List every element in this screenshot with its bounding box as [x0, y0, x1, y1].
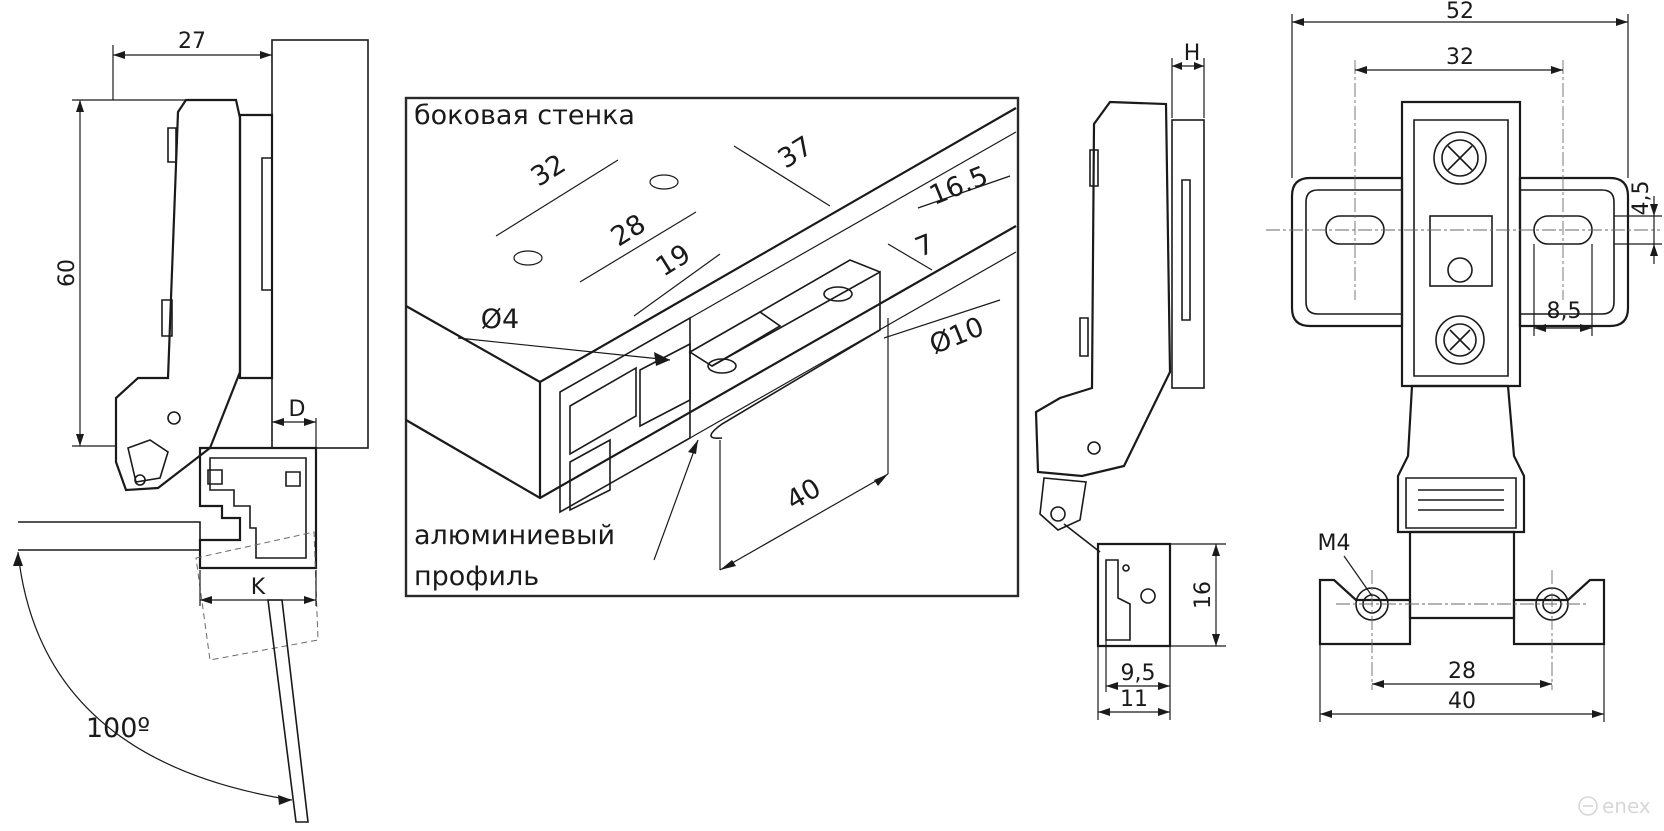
door-closed: [18, 521, 201, 551]
profile-slot: [710, 270, 881, 440]
door-open-ghost: [195, 531, 319, 661]
screw-top: [1433, 131, 1487, 185]
front-view: 52 32 4,5 8,5 M4 28 40: [1266, 0, 1662, 722]
mounting-plate: [238, 113, 274, 380]
screw-top-cross-icon: [1447, 145, 1473, 171]
hole-phi4-rear: [823, 286, 853, 302]
dim-h-label: H: [1184, 41, 1201, 66]
side-wall-hole-1: [513, 250, 543, 266]
plate-wing-left: [1290, 176, 1404, 328]
dim-60-label: 60: [55, 259, 80, 287]
screw-bottom: [1435, 315, 1485, 365]
dim-d-label: D: [289, 397, 306, 422]
inset-frame: [404, 96, 1020, 598]
opening-angle-label: 100º: [86, 713, 150, 744]
hinge-arm-front: [1396, 384, 1526, 534]
label-side-wall: боковая стенка: [414, 100, 635, 131]
dim-m4-label: M4: [1318, 531, 1351, 556]
cabinet-side-panel: [271, 39, 369, 449]
dim-16-label: 16: [1191, 581, 1216, 609]
dim-4-5-label: 4,5: [1629, 181, 1654, 216]
profile-hinge-arm: [1034, 100, 1172, 478]
hinge-central-body: [1400, 100, 1522, 388]
dim-32-label: 32: [1446, 45, 1474, 70]
dim-8-5-label: 8,5: [1547, 299, 1582, 324]
dim-40-label: 40: [1448, 689, 1476, 714]
profile-view: H 16 9,5 11: [1034, 41, 1226, 720]
dim-52-label: 52: [1446, 0, 1474, 24]
hinge-arm: [114, 98, 242, 492]
dim-9-5-label: 9,5: [1121, 661, 1156, 686]
side-view: 27 60 D K 100º: [13, 29, 369, 823]
dim-28-label: 28: [1448, 659, 1476, 684]
hinge-pivot: [167, 411, 181, 425]
enex-logo-icon: [1578, 796, 1598, 816]
hole-phi4-front: [707, 358, 737, 374]
dim-27-label: 27: [178, 29, 206, 54]
label-profile: профиль: [414, 561, 539, 592]
door-open: [267, 599, 309, 823]
plate-wing-right: [1518, 176, 1630, 328]
watermark-text: enex: [1602, 794, 1651, 818]
opening-angle-arc: [17, 551, 293, 801]
mounting-detail-inset: боковая стенка 32 37 28 19 16.5 7 Ø4 Ø10…: [404, 96, 1020, 598]
side-wall-hole-2: [649, 174, 679, 190]
dim-k-label: K: [251, 575, 266, 600]
hinge-base-center: [1408, 530, 1516, 620]
screw-bottom-cross-icon: [1449, 329, 1471, 351]
aluminium-profile-section: [198, 446, 318, 570]
label-aluminium: алюминиевый: [414, 520, 615, 551]
dim-11-label: 11: [1120, 687, 1148, 712]
plate-body: [1171, 119, 1205, 389]
watermark: enex: [1578, 794, 1651, 818]
dim-phi4-inset: Ø4: [481, 304, 519, 335]
